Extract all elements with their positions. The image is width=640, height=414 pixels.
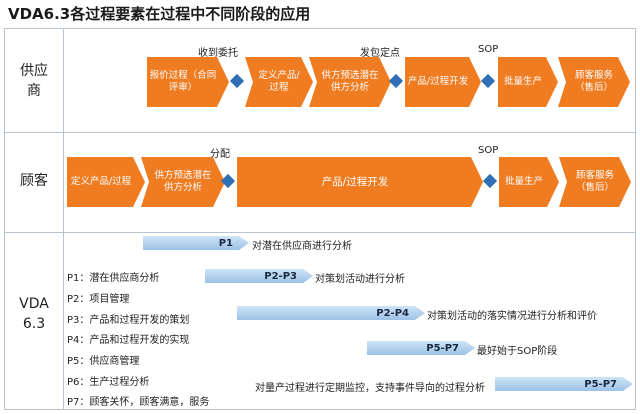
process-step-define-product: 定义产品/过程 [245, 57, 313, 107]
milestone-label-allocation: 分配 [210, 149, 230, 160]
row-label-supplier: 供应 商 [20, 63, 48, 99]
milestone-label-sop: SOP [478, 44, 499, 55]
process-element-p7: P7：顾客关怀，顾客满意，服务 [67, 397, 210, 408]
process-element-p2: P2：项目管理 [67, 294, 130, 305]
process-step-development: 产品/过程开发 [405, 57, 481, 107]
page-title: VDA6.3各过程要素在过程中不同阶段的应用 [8, 5, 311, 23]
process-step-customer-service: 顾客服务（售后） [558, 57, 630, 107]
process-element-p1: P1：潜在供应商分析 [67, 273, 160, 284]
process-step-mass-production: 批量生产 [498, 57, 558, 107]
phase-arrow-p2-p3: P2-P3 [205, 269, 313, 283]
process-element-p5: P5：供应商管理 [67, 356, 140, 367]
milestone-diamond [482, 173, 498, 189]
process-step-define-product: 定义产品/过程 [67, 157, 145, 207]
row-divider [5, 132, 635, 133]
milestone-diamond [229, 73, 245, 89]
phase-desc-p5-p7-mass: 对量产过程进行定期监控，支持事件导向的过程分析 [255, 383, 485, 394]
process-step-customer-service: 顾客服务（售后） [559, 157, 631, 207]
phase-desc-p1: 对潜在供应商进行分析 [252, 241, 352, 252]
milestone-label-contract-award: 发包定点 [360, 48, 400, 59]
column-divider [63, 29, 64, 409]
row-divider [5, 232, 635, 233]
process-step-quotation: 报价过程（合同评审） [147, 57, 229, 107]
phase-arrow-p2-p4: P2-P4 [237, 306, 425, 320]
process-step-development: 产品/过程开发 [237, 157, 483, 207]
process-element-p3: P3：产品和过程开发的策划 [67, 315, 190, 326]
process-step-mass-production: 批量生产 [499, 157, 559, 207]
process-step-supplier-preselection: 供方预选潜在供方分析 [141, 157, 225, 207]
milestone-label-received-order: 收到委托 [198, 48, 238, 59]
phase-desc-p5-p7-sop: 最好始于SOP阶段 [477, 346, 558, 357]
milestone-label-sop: SOP [478, 145, 499, 156]
phase-arrow-p5-p7-mass: P5-P7 [495, 377, 633, 391]
phase-arrow-p1: P1 [143, 236, 249, 250]
milestone-diamond [480, 73, 496, 89]
process-step-supplier-preselection: 供方预选潜在供方分析 [309, 57, 391, 107]
phase-desc-p2-p4: 对策划活动的落实情况进行分析和评价 [427, 311, 597, 322]
row-label-vda: VDA 6.3 [19, 296, 49, 332]
phase-arrow-p5-p7-sop: P5-P7 [367, 341, 475, 355]
process-element-p4: P4：产品和过程开发的实现 [67, 335, 190, 346]
milestone-diamond [388, 73, 404, 89]
diagram-frame: 供应 商 顾客 VDA 6.3 收到委托 发包定点 SOP 报价过程（合同评审）… [4, 28, 636, 410]
process-element-p6: P6：生产过程分析 [67, 377, 150, 388]
phase-desc-p2-p3: 对策划活动进行分析 [315, 274, 405, 285]
row-label-customer: 顾客 [20, 173, 48, 189]
